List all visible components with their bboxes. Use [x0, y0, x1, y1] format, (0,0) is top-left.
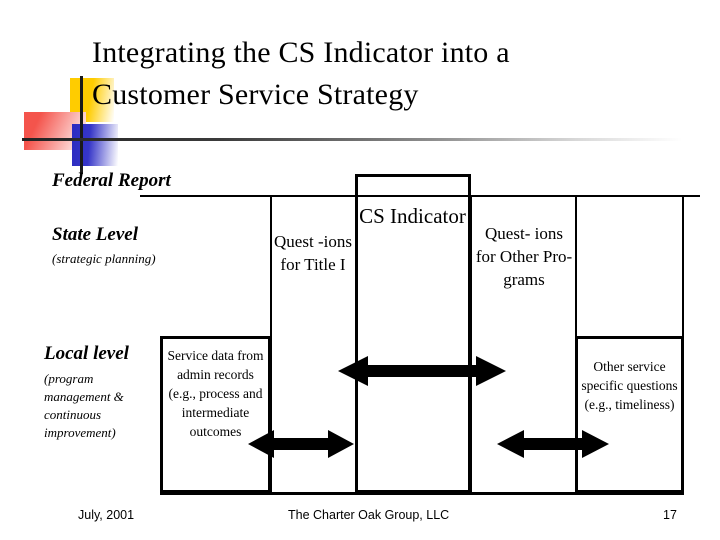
column-text-title-one-questions: Quest -ions for Title I [274, 232, 352, 274]
arrow-cs-indicator-to-other-service [497, 430, 609, 458]
slide-title: Integrating the CS Indicator into a Cust… [92, 32, 652, 116]
column-text-other-program-questions: Quest- ions for Other Pro- grams [475, 224, 573, 289]
slide-footer: July, 2001 The Charter Oak Group, LLC 17 [0, 508, 720, 532]
column-text-cs-indicator: CS Indicator [359, 204, 466, 228]
footer-page-number: 17 [663, 508, 677, 522]
slide-title-line-2: Customer Service Strategy [92, 78, 419, 111]
cs-indicator-column-box [355, 174, 471, 493]
other-service-questions-box [575, 336, 684, 493]
row-label-federal-report: Federal Report [52, 170, 171, 191]
matrix-vertical-rule-1 [270, 196, 272, 493]
other-service-questions-box-text: Other service specific questions (e.g., … [581, 359, 678, 412]
slide-logo-decoration [22, 76, 682, 174]
logo-vertical-rule [80, 76, 83, 174]
service-data-box [160, 336, 271, 493]
logo-blue-square [72, 124, 118, 166]
footer-organization: The Charter Oak Group, LLC [288, 508, 450, 522]
row-label-local-level: Local level [44, 343, 129, 364]
row-label-state-level: State Level [52, 224, 138, 245]
arrow-cs-indicator-to-other-programs [338, 356, 506, 386]
slide-title-line-1: Integrating the CS Indicator into a [92, 36, 510, 69]
row-sublabel-local-level: (program management & continuous improve… [44, 371, 124, 440]
matrix-vertical-rule-2 [470, 196, 472, 493]
matrix-top-horizontal-rule [140, 195, 700, 197]
logo-horizontal-rule [22, 138, 682, 141]
matrix-bottom-horizontal-rule [160, 492, 684, 495]
row-sublabel-state-level: (strategic planning) [52, 251, 156, 266]
arrow-service-data-to-cs-indicator [248, 430, 354, 458]
footer-date: July, 2001 [78, 508, 135, 522]
service-data-box-text: Service data from admin records (e.g., p… [167, 348, 264, 439]
